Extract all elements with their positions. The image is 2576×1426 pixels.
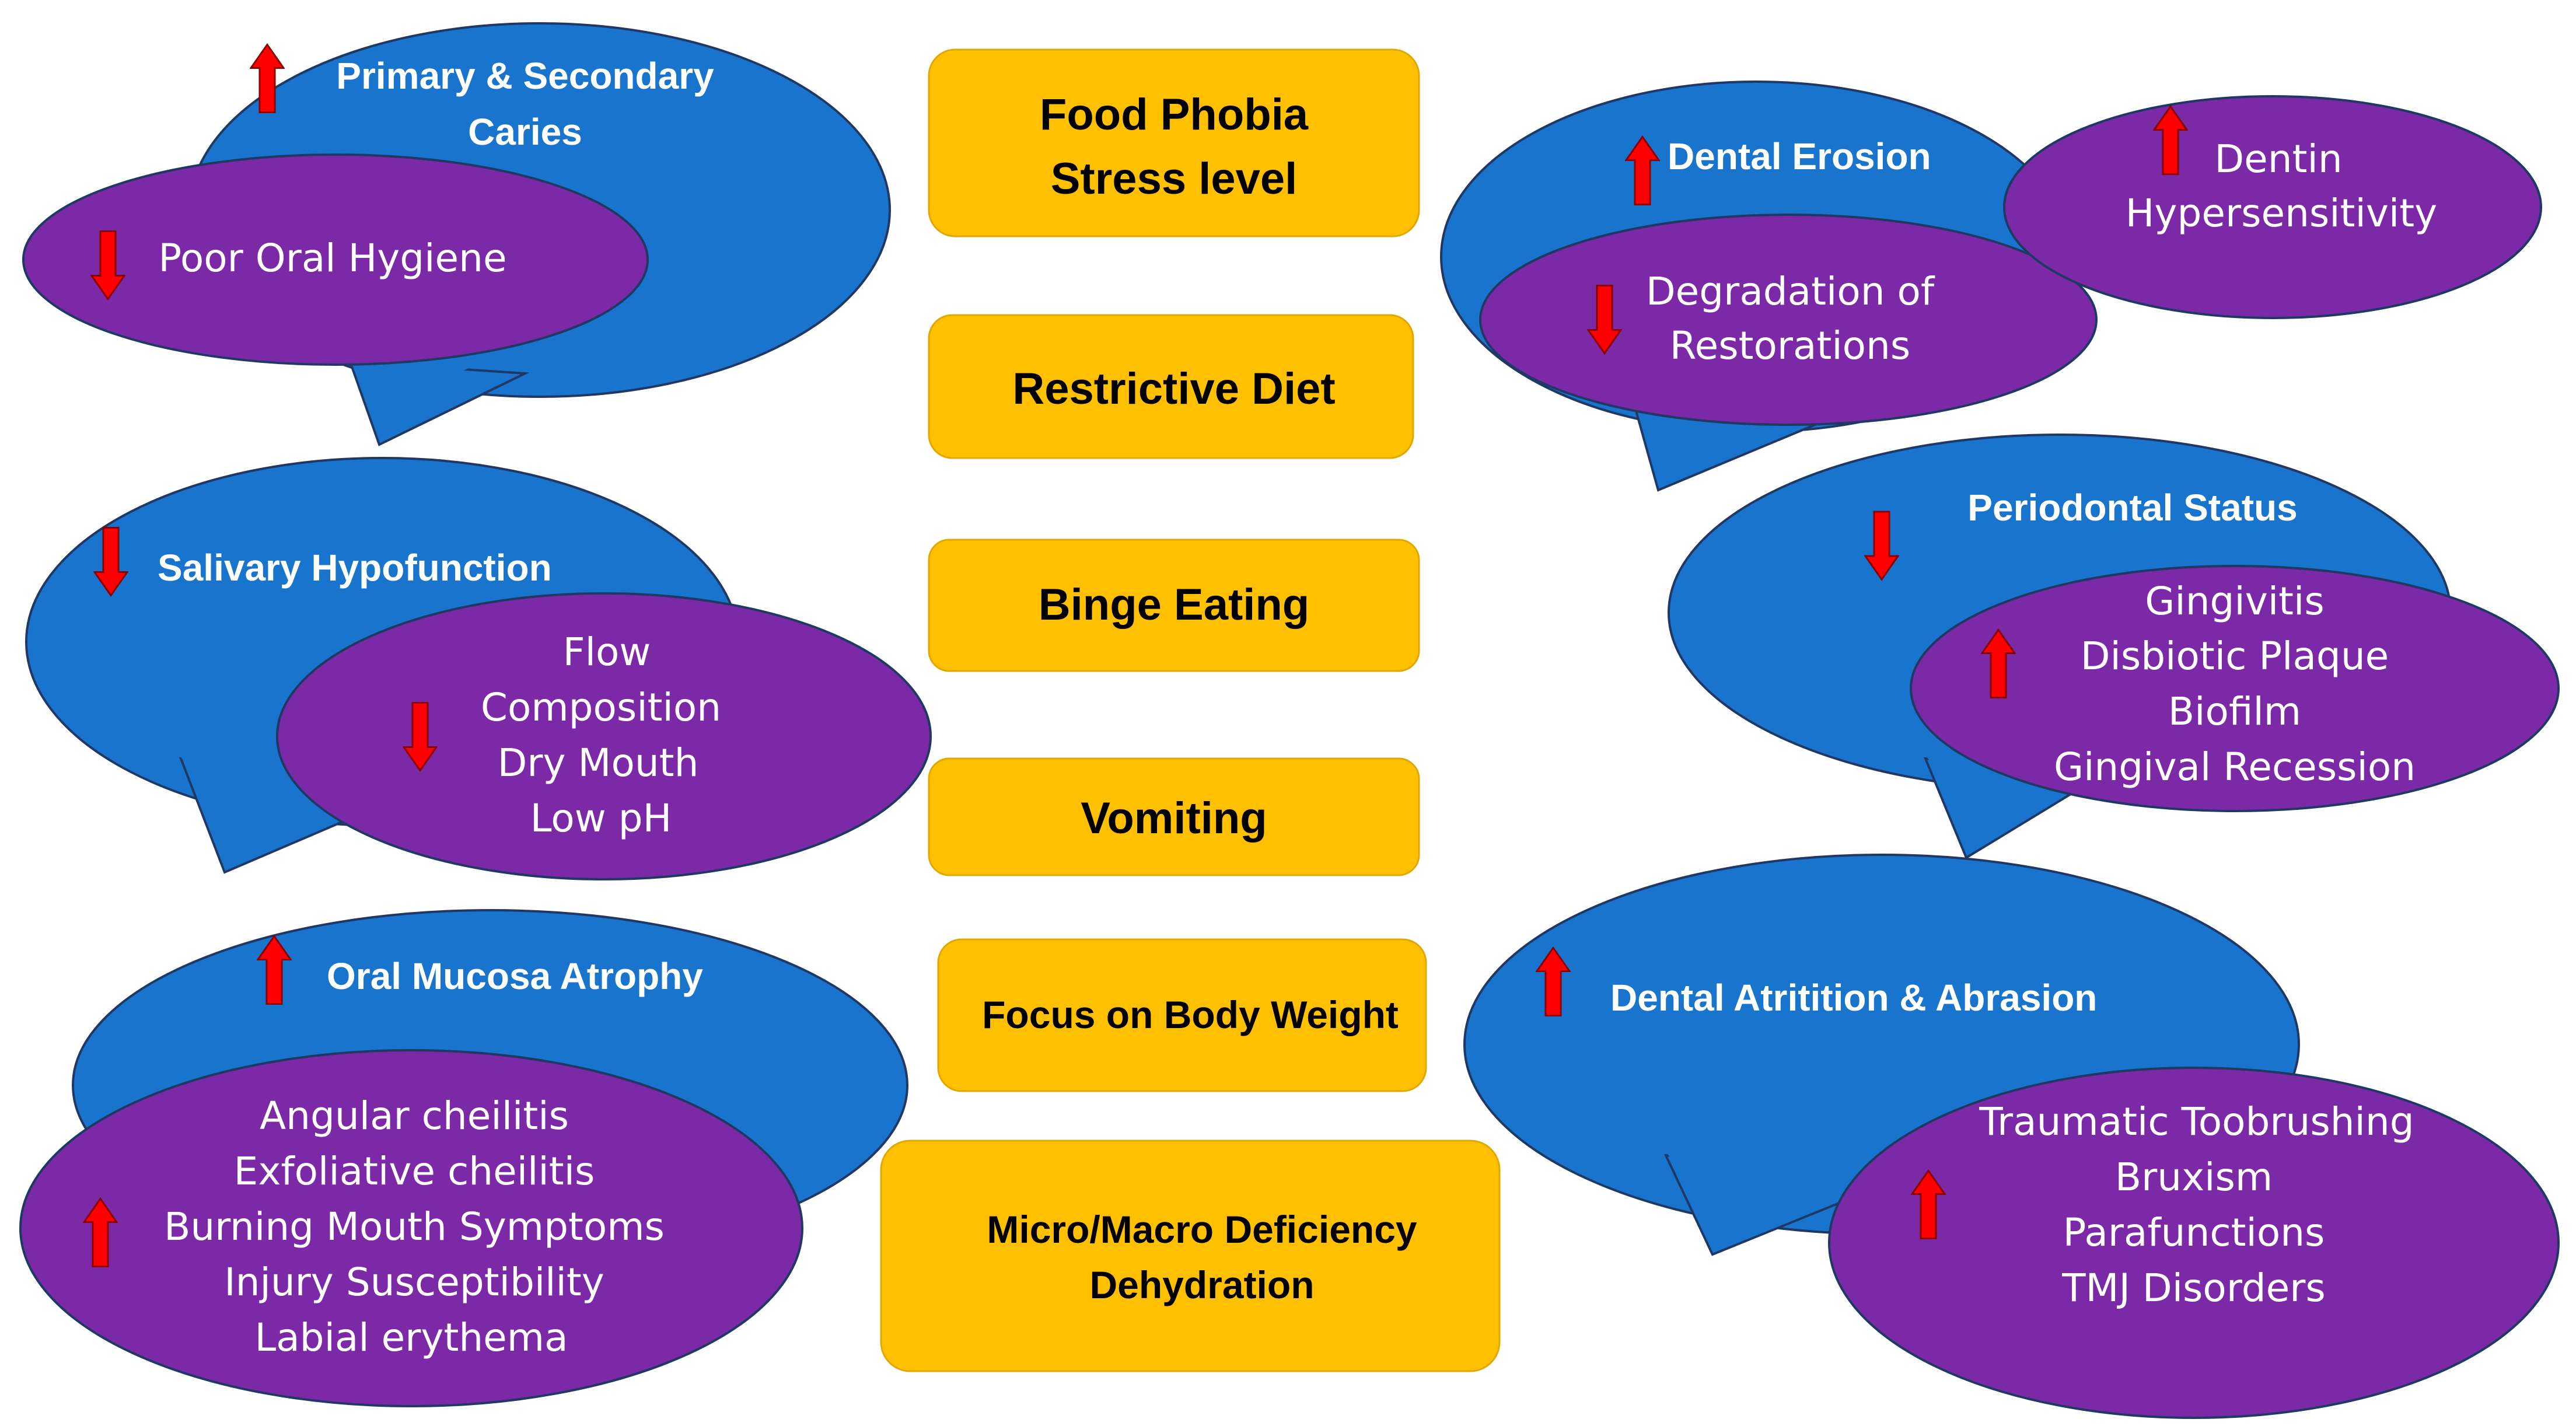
center-box-line: Stress level	[1051, 154, 1298, 204]
detail-salivary: Flow Composition Dry Mouth Low pH	[276, 592, 932, 880]
center-box-food-phobia: Food Phobia Stress level	[928, 48, 1420, 237]
detail-erosion: Degradation of Restorations	[1479, 214, 2098, 426]
center-box-line: Vomiting	[1081, 794, 1267, 843]
detail-line: Hypersensitivity	[2126, 191, 2437, 236]
detail-line: Gingival Recession	[2054, 745, 2416, 789]
center-box-body-weight: Focus on Body Weight	[937, 938, 1427, 1092]
bubble-title: Dental Erosion	[1668, 135, 1931, 177]
detail-line: Burning Mouth Symptoms	[164, 1204, 665, 1249]
bubble-title: Dental Atritition & Abrasion	[1610, 977, 2097, 1019]
detail-line: Bruxism	[2115, 1155, 2273, 1200]
detail-caries: Poor Oral Hygiene	[22, 153, 649, 366]
center-box-vomiting: Vomiting	[928, 757, 1420, 876]
detail-line: Gingivitis	[2145, 579, 2325, 624]
center-box-line: Food Phobia	[1040, 90, 1309, 139]
detail-mucosa: Angular cheilitis Exfoliative cheilitis …	[19, 1049, 803, 1407]
bubble-title: Oral Mucosa Atrophy	[327, 955, 703, 997]
detail-line: Degradation of	[1646, 269, 1935, 314]
center-box-line: Micro/Macro Deficiency	[987, 1208, 1417, 1251]
detail-line: Dry Mouth	[498, 740, 699, 785]
detail-line: Disbiotic Plaque	[2081, 634, 2389, 679]
detail-line: Traumatic Toobrushing	[1979, 1099, 2414, 1144]
detail-periodontal: Gingivitis Disbiotic Plaque Biofilm Ging…	[1910, 565, 2560, 812]
bubble-title: Caries	[468, 111, 582, 153]
detail-line: Labial erythema	[254, 1315, 568, 1360]
detail-line: Angular cheilitis	[260, 1093, 569, 1138]
detail-line: Composition	[481, 685, 721, 730]
detail-line: Exfoliative cheilitis	[234, 1149, 595, 1194]
detail-dentin: Dentin Hypersensitivity	[2003, 95, 2542, 319]
center-box-binge-eating: Binge Eating	[928, 539, 1420, 672]
detail-line: TMJ Disorders	[2061, 1266, 2326, 1310]
center-box-line: Binge Eating	[1039, 580, 1309, 630]
center-box-line: Dehydration	[1089, 1263, 1314, 1306]
detail-line: Poor Oral Hygiene	[158, 236, 506, 281]
detail-attrition: Traumatic Toobrushing Bruxism Parafuncti…	[1828, 1067, 2560, 1419]
bubble-title: Periodontal Status	[1967, 487, 2297, 529]
center-box-restrictive-diet: Restrictive Diet	[928, 314, 1414, 459]
detail-line: Dentin	[2214, 137, 2342, 181]
detail-line: Low pH	[530, 796, 672, 841]
bubble-title: Primary & Secondary	[336, 55, 714, 97]
bubble-title: Salivary Hypofunction	[158, 547, 552, 589]
detail-line: Biofilm	[2168, 689, 2301, 734]
center-box-line: Focus on Body Weight	[982, 993, 1399, 1036]
center-box-line: Restrictive Diet	[1012, 364, 1335, 414]
detail-line: Injury Susceptibility	[224, 1260, 604, 1305]
detail-line: Flow	[563, 630, 651, 674]
center-box-deficiency: Micro/Macro Deficiency Dehydration	[880, 1140, 1501, 1372]
detail-line: Restorations	[1670, 323, 1911, 368]
detail-line: Parafunctions	[2063, 1210, 2325, 1255]
